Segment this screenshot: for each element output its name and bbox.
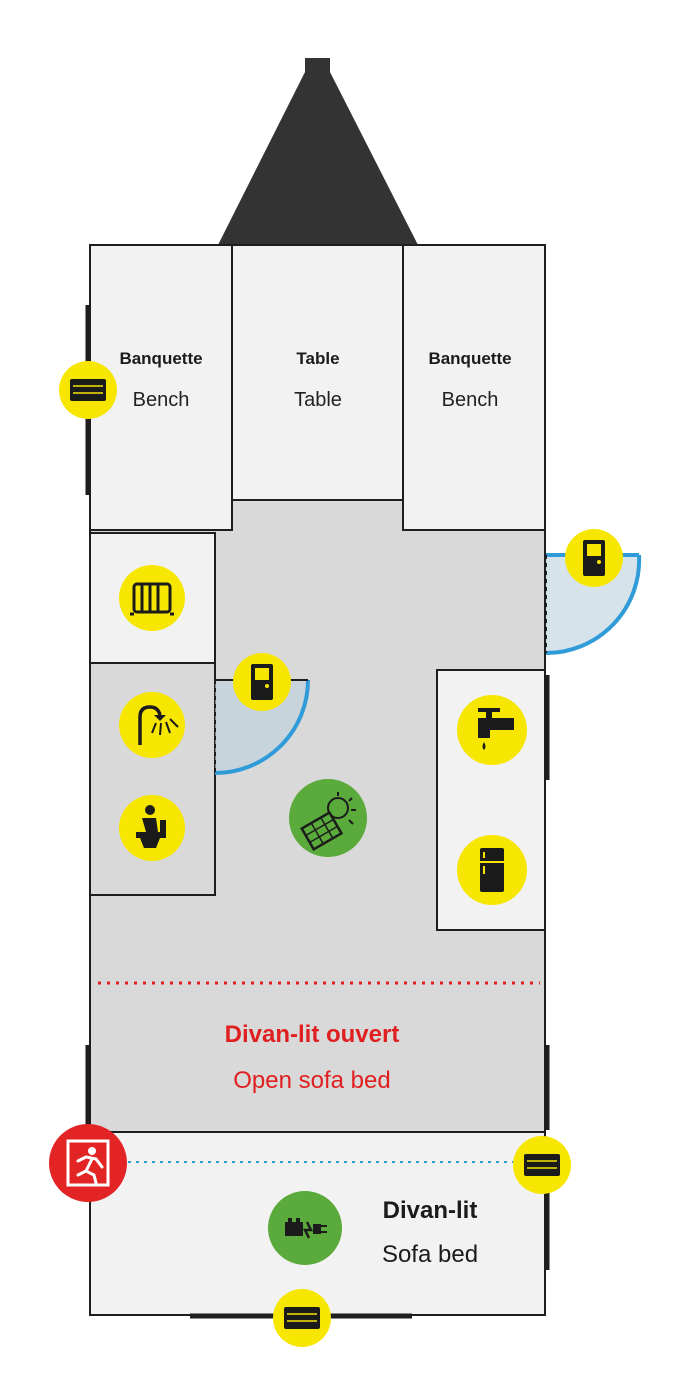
window-icon[interactable] [513, 1136, 571, 1194]
emergency-exit-icon[interactable] [49, 1124, 127, 1202]
bench-left-fr-label: Banquette [119, 349, 202, 368]
battery-charger-icon [268, 1191, 342, 1265]
bench-left-en-label: Bench [133, 389, 190, 411]
drawbar [218, 58, 418, 245]
shower-icon [119, 692, 185, 758]
bench-right-fr-label: Banquette [428, 349, 511, 368]
bench-right [402, 244, 546, 531]
bench-right-en-label: Bench [442, 389, 499, 411]
window-icon[interactable] [59, 361, 117, 419]
window-icon[interactable] [273, 1289, 331, 1347]
heater-icon [119, 565, 185, 631]
tap-icon [457, 695, 527, 765]
sofa-en-label: Sofa bed [382, 1241, 478, 1268]
toilet-icon [119, 795, 185, 861]
open-sofa-fr-label: Divan-lit ouvert [225, 1021, 400, 1048]
open-sofa-en-label: Open sofa bed [233, 1067, 390, 1094]
solar-panel-icon [289, 779, 367, 857]
entry-door[interactable] [545, 553, 642, 656]
door-icon[interactable] [233, 653, 291, 711]
door-icon[interactable] [565, 529, 623, 587]
fridge-icon [457, 835, 527, 905]
table [231, 244, 404, 501]
table-fr-label: Table [296, 349, 339, 368]
table-en-label: Table [294, 389, 342, 411]
sofa-fr-label: Divan-lit [383, 1197, 478, 1224]
